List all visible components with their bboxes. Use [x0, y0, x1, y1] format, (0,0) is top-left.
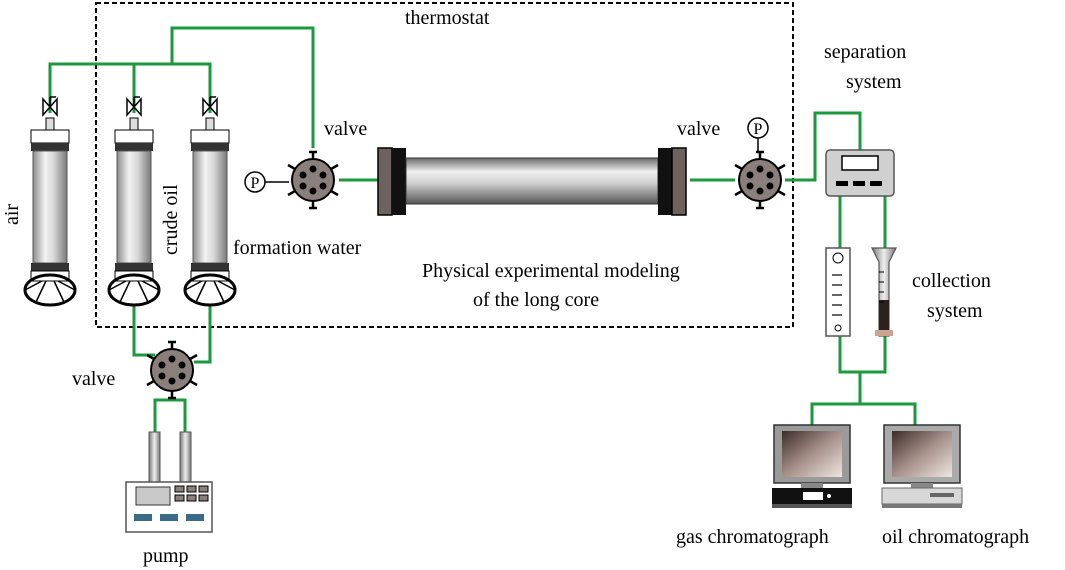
- graduated-cylinder: [871, 247, 897, 337]
- pressure-symbol-left: P: [251, 175, 260, 192]
- formation-water-cylinder: [183, 117, 237, 307]
- thermostat-label: thermostat: [405, 7, 490, 29]
- needle-valve-water: [202, 96, 218, 117]
- valve-right-label: valve: [677, 118, 720, 140]
- pressure-gauge-left: P: [244, 171, 289, 193]
- pressure-symbol-right: P: [754, 121, 763, 138]
- long-core-holder: [377, 147, 687, 216]
- separation-label-line2: system: [846, 71, 902, 93]
- oil-chromatograph-computer: [881, 424, 963, 508]
- needle-valve-oil: [126, 96, 142, 117]
- valve-bottom-label: valve: [72, 368, 115, 390]
- formation-water-label: formation water: [233, 237, 362, 259]
- pressure-gauge-right: P: [747, 117, 769, 152]
- oil-chromatograph-label: oil chromatograph: [882, 526, 1029, 548]
- gas-chromatograph-computer: [772, 424, 852, 508]
- separation-label-line1: separation: [824, 41, 906, 63]
- crude-oil-label: crude oil: [160, 184, 182, 255]
- thermostat-frame: [95, 2, 794, 328]
- six-port-valve-center: [287, 150, 339, 210]
- core-label-line2: of the long core: [473, 289, 599, 311]
- gas-flowmeter: [825, 247, 851, 337]
- six-port-valve-right: [734, 150, 786, 210]
- valve-center-label: valve: [324, 118, 367, 140]
- collection-label-line1: collection: [912, 270, 991, 292]
- crude-oil-cylinder: [107, 117, 161, 307]
- six-port-valve-bottom: [146, 340, 198, 400]
- pump-device: [125, 431, 213, 533]
- core-label-line1: Physical experimental modeling: [422, 260, 680, 282]
- gas-chromatograph-label: gas chromatograph: [676, 526, 829, 548]
- pump-label: pump: [143, 545, 189, 567]
- needle-valve-air: [42, 96, 58, 117]
- pipes: [48, 26, 917, 432]
- separation-device: [825, 149, 895, 197]
- air-cylinder: [23, 117, 77, 307]
- air-label: air: [1, 204, 23, 225]
- collection-label-line2: system: [927, 300, 983, 322]
